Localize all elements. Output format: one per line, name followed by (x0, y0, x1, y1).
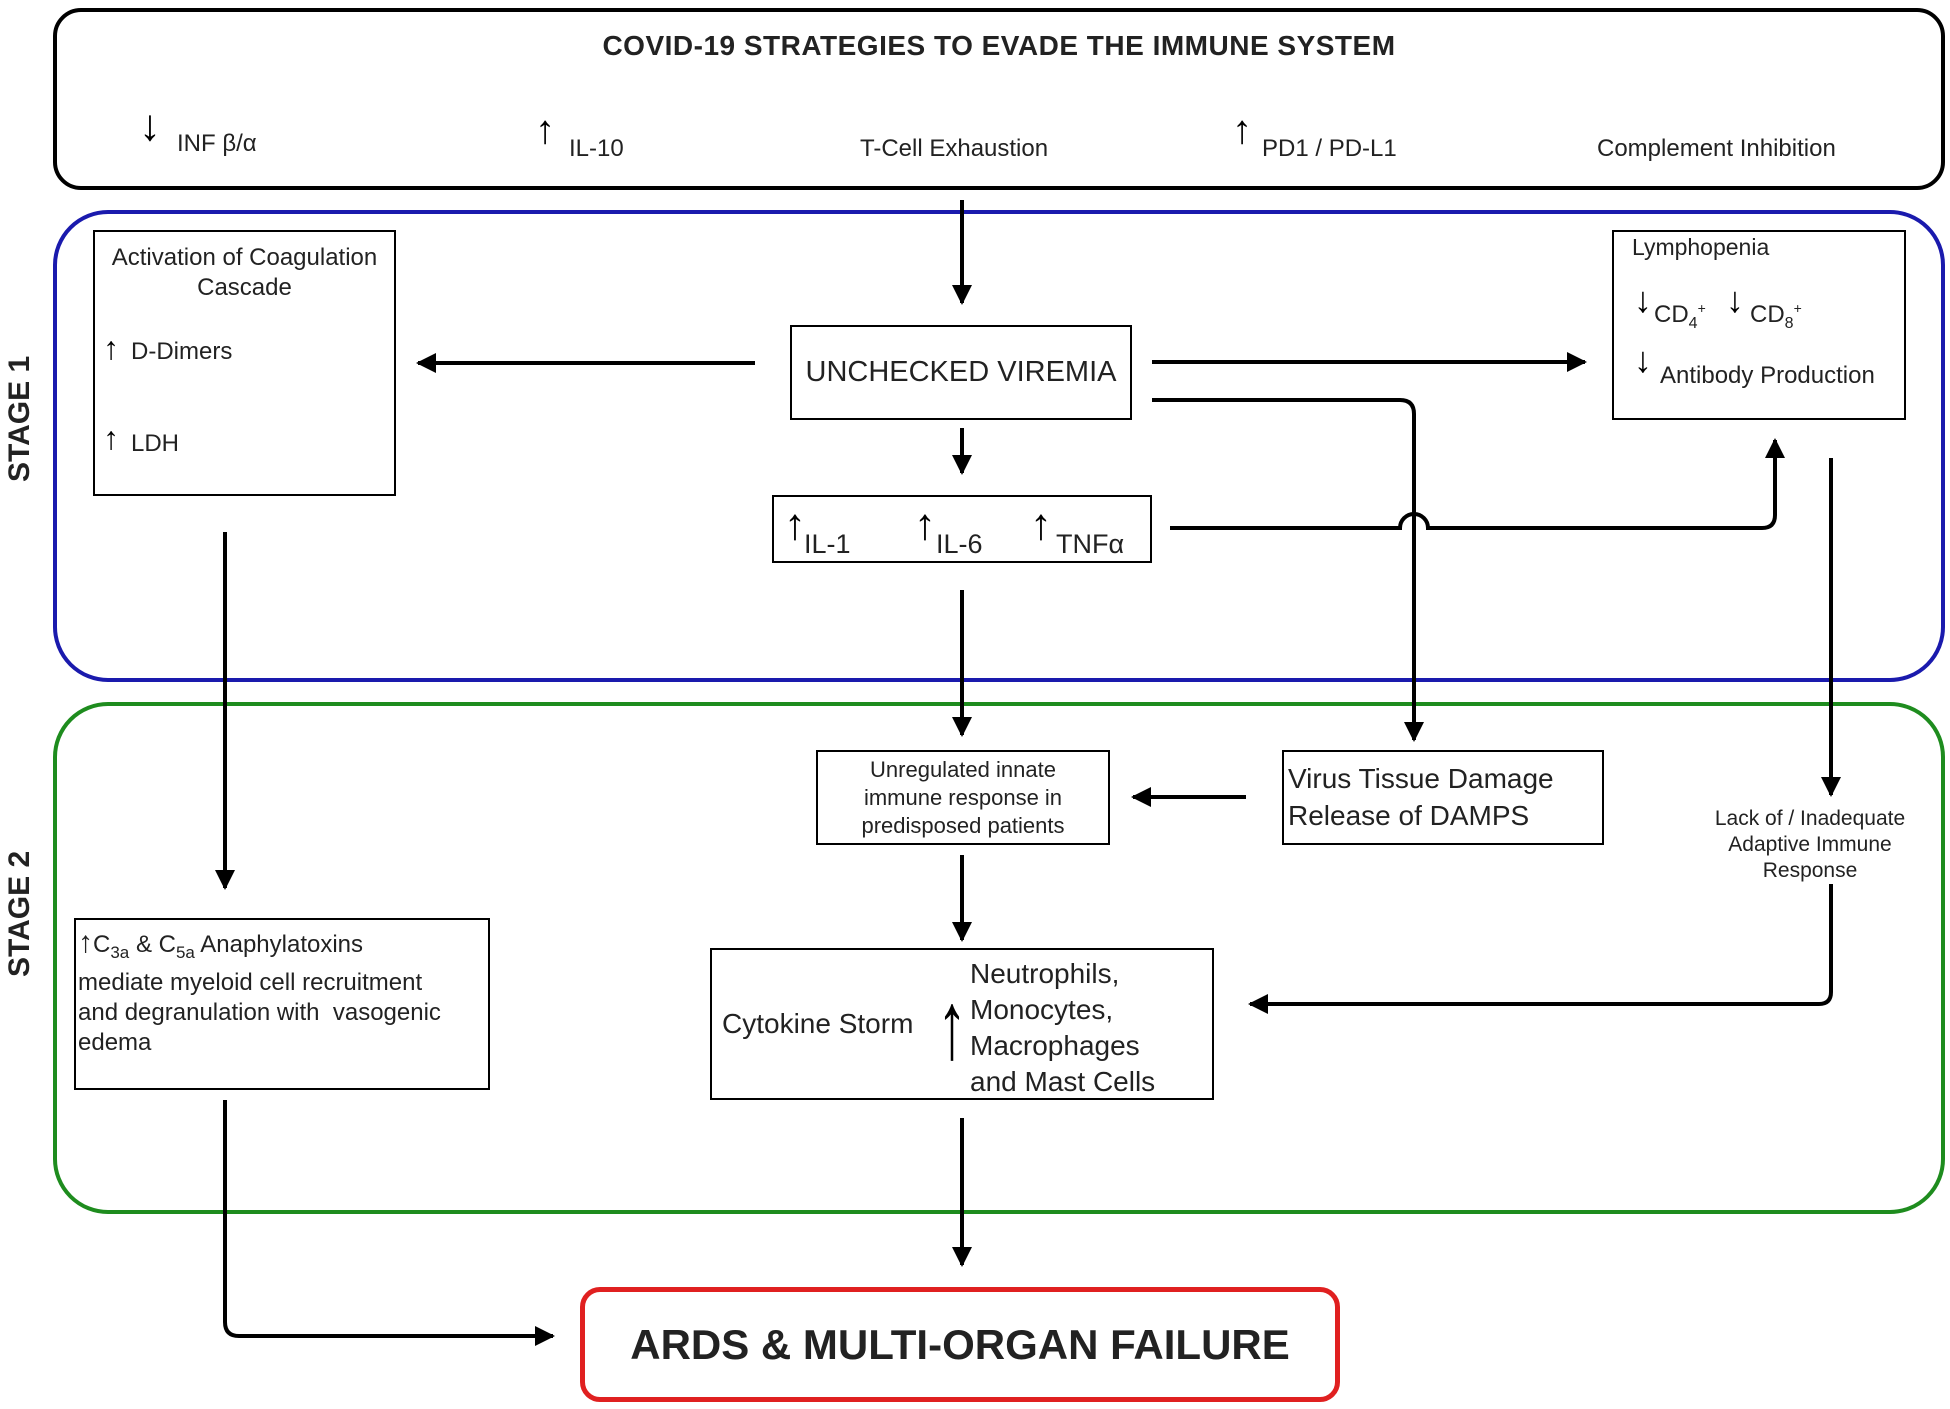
d-dimers-label: D-Dimers (131, 338, 233, 365)
outcome-box: ARDS & MULTI-ORGAN FAILURE (580, 1287, 1340, 1402)
lymphopenia-box: Lymphopenia ↓ CD4+ ↓ CD8+ ↓ Antibody Pro… (1612, 230, 1906, 420)
anaphylatoxins-line4: edema (78, 1028, 152, 1056)
damage-line2: Release of DAMPS (1288, 800, 1530, 831)
anaphylatoxins-box: ↑C3a & C5a Anaphylatoxins mediate myeloi… (74, 918, 490, 1090)
innate-response-box: Unregulated innate immune response in pr… (816, 750, 1110, 845)
stage-1-frame (53, 210, 1945, 682)
unchecked-viremia-box: UNCHECKED VIREMIA (790, 325, 1132, 420)
down-arrow-icon: ↓ (139, 101, 161, 150)
viremia-label: UNCHECKED VIREMIA (805, 356, 1117, 388)
innate-line2: immune response in (863, 785, 1063, 810)
cytokine-storm-label: Cytokine Storm (722, 1008, 914, 1039)
up-arrow-icon: ↑ (937, 971, 967, 1079)
cells-line2: Monocytes, (970, 994, 1114, 1025)
header-item-complement: Complement Inhibition (1597, 135, 1836, 162)
anaphylatoxins-line1: ↑C3a & C5a Anaphylatoxins (78, 926, 364, 962)
cd4-label: CD4+ (1654, 300, 1706, 332)
adaptive-line1: Lack of / Inadequate (1714, 807, 1906, 830)
up-arrow-icon: ↑ (784, 500, 806, 549)
il1-label: IL-1 (804, 529, 851, 559)
up-arrow-icon: ↑ (103, 420, 119, 456)
cd8-label: CD8+ (1750, 300, 1802, 332)
up-arrow-icon: ↑ (103, 330, 119, 366)
anaphylatoxins-line3: and degranulation with vasogenic (78, 998, 441, 1026)
lymphopenia-title: Lymphopenia (1632, 234, 1770, 260)
outcome-label: ARDS & MULTI-ORGAN FAILURE (630, 1320, 1290, 1368)
down-arrow-icon: ↓ (1634, 279, 1652, 320)
header-title: COVID-19 STRATEGIES TO EVADE THE IMMUNE … (602, 30, 1396, 61)
cells-line3: Macrophages (970, 1030, 1140, 1061)
il6-label: IL-6 (936, 529, 983, 559)
adaptive-response-label: Lack of / Inadequate Adaptive Immune Res… (1690, 806, 1930, 884)
tissue-damage-box: Virus Tissue Damage Release of DAMPS (1282, 750, 1604, 845)
cells-line1: Neutrophils, (970, 958, 1120, 989)
up-arrow-icon: ↑ (535, 108, 555, 152)
ldh-label: LDH (131, 430, 180, 457)
up-arrow-icon: ↑ (78, 926, 93, 959)
cytokine-storm-box: Cytokine Storm ↑ Neutrophils, Monocytes,… (710, 948, 1214, 1100)
up-arrow-icon: ↑ (1030, 500, 1052, 549)
down-arrow-icon: ↓ (1726, 279, 1744, 320)
damage-line1: Virus Tissue Damage (1288, 763, 1554, 794)
coagulation-title-line1: Activation of Coagulation (111, 244, 378, 271)
stage-2-frame (53, 702, 1945, 1214)
cytokines-box: ↑ IL-1 ↑ IL-6 ↑ TNFα (772, 495, 1152, 563)
anaphylatoxins-line2: mediate myeloid cell recruitment (78, 968, 423, 996)
header-item-pd1: PD1 / PD-L1 (1262, 135, 1397, 162)
header-item-t-cell: T-Cell Exhaustion (860, 135, 1049, 162)
coagulation-box: Activation of Coagulation Cascade ↑ D-Di… (93, 230, 396, 496)
innate-line1: Unregulated innate (870, 757, 1056, 782)
up-arrow-icon: ↑ (914, 500, 936, 549)
immune-cells-list: Neutrophils, Monocytes, Macrophages and … (970, 956, 1155, 1100)
innate-line3: predisposed patients (861, 813, 1065, 838)
header-item-il10: IL-10 (569, 135, 624, 162)
down-arrow-icon: ↓ (1634, 339, 1652, 380)
cells-line4: and Mast Cells (970, 1066, 1156, 1097)
header-box: COVID-19 STRATEGIES TO EVADE THE IMMUNE … (53, 8, 1945, 190)
antibody-label: Antibody Production (1660, 362, 1875, 389)
up-arrow-icon: ↑ (1232, 108, 1252, 152)
adaptive-line2: Adaptive Immune (1728, 833, 1892, 856)
tnf-label: TNFα (1056, 529, 1125, 559)
coagulation-title-line2: Cascade (197, 274, 292, 301)
header-item-inf: INF β/α (177, 130, 257, 157)
adaptive-line3: Response (1762, 859, 1858, 882)
